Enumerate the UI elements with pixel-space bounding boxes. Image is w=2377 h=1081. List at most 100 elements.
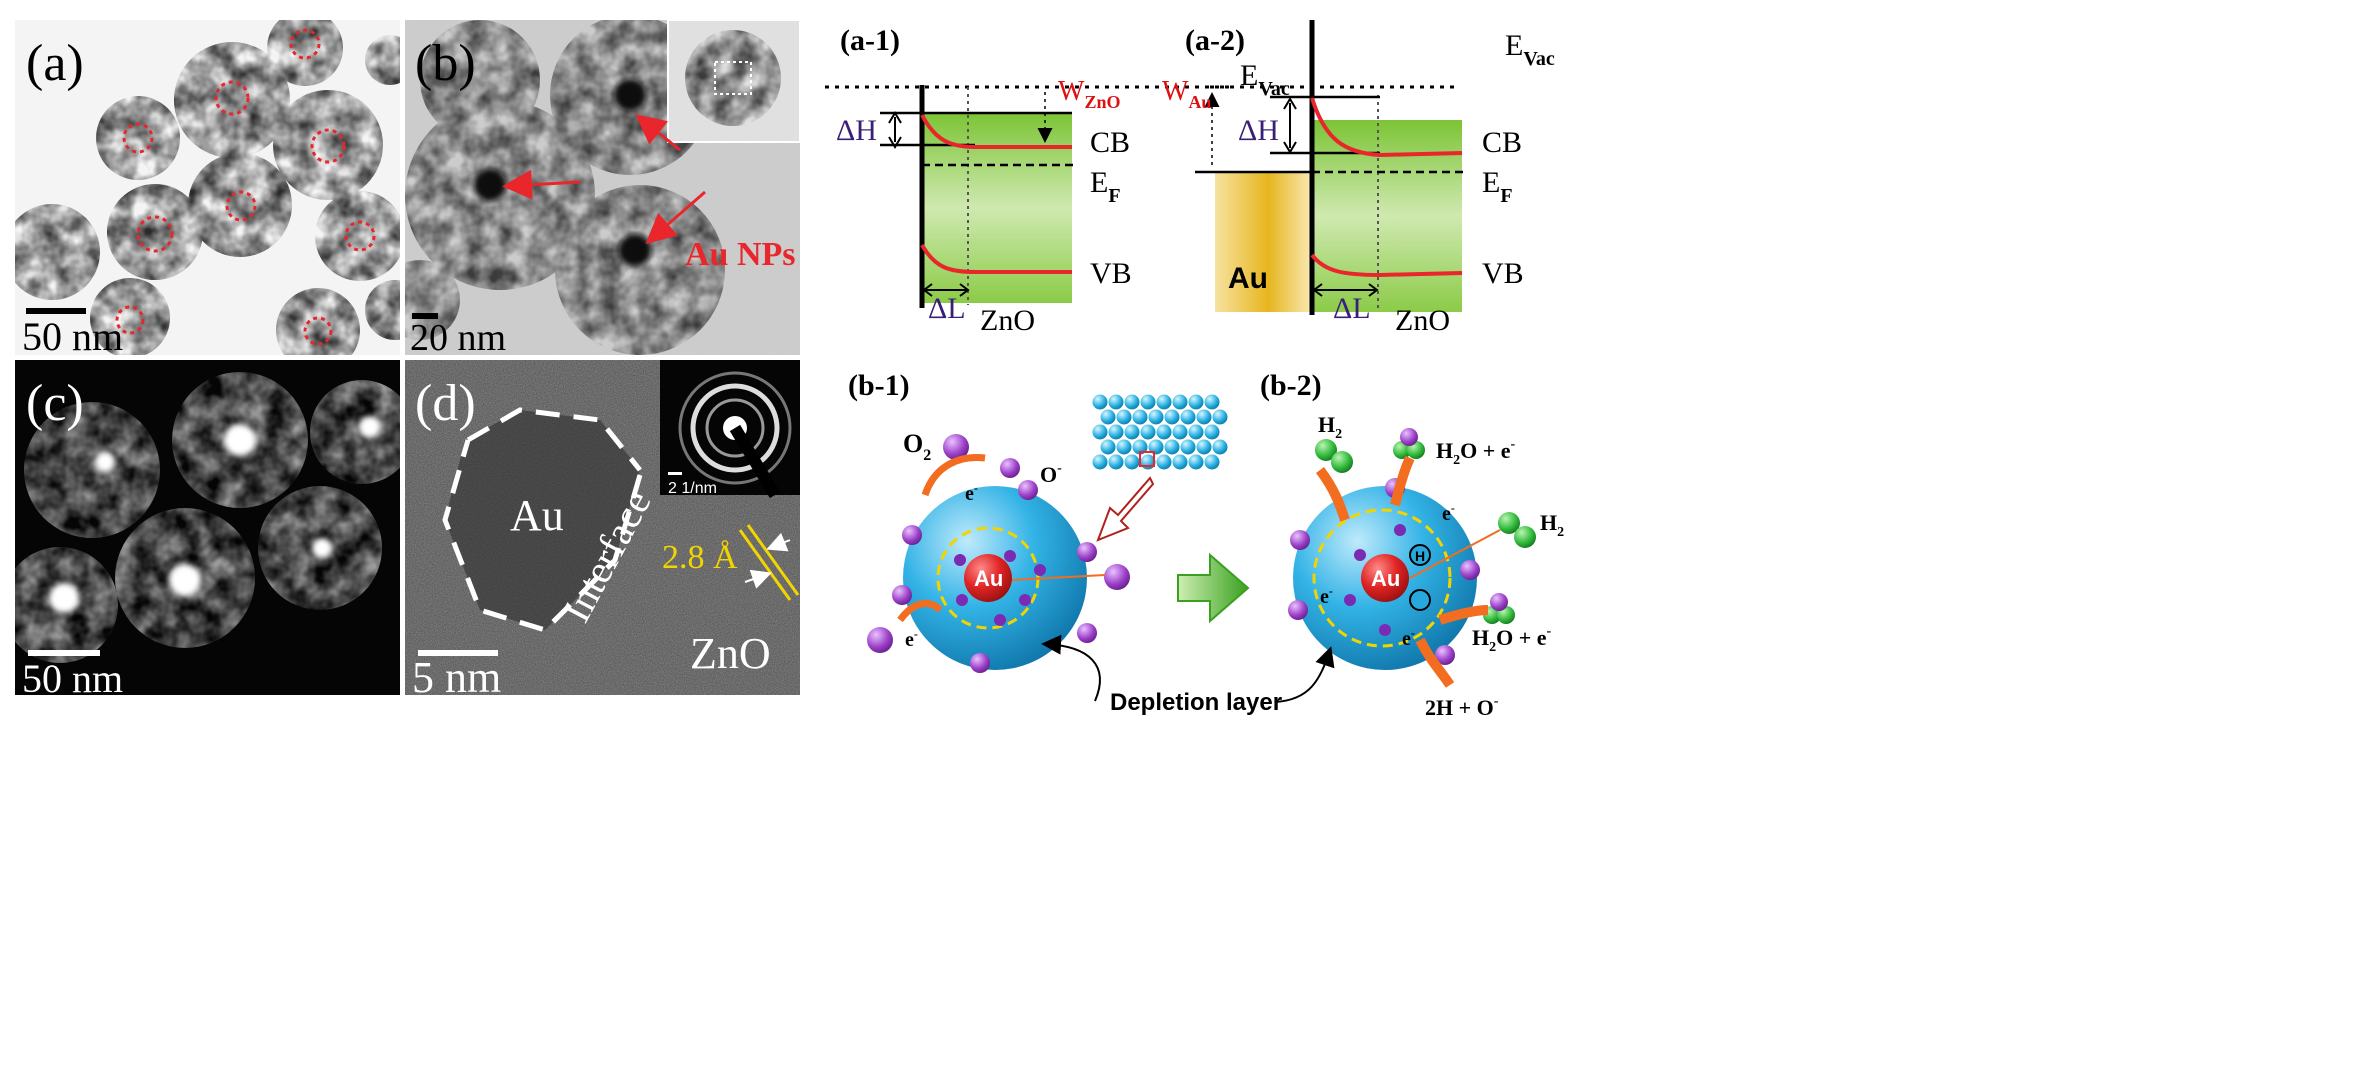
b1-e2: e- bbox=[905, 627, 918, 651]
b2-arrow-top-left bbox=[1315, 467, 1350, 522]
b2-label: (b-2) bbox=[1260, 369, 1322, 402]
b1-particle-array bbox=[1092, 394, 1228, 470]
b1-adsorbed-oxygen bbox=[892, 458, 1097, 673]
lattice-particle bbox=[1108, 424, 1124, 440]
schematic-b2: (b-2) Au H H2 H2 H2O + e- H2O + e- bbox=[1260, 369, 1564, 720]
a2-vb: VB bbox=[1482, 257, 1524, 290]
lattice-particle bbox=[1180, 439, 1196, 455]
lattice-particle bbox=[1188, 424, 1204, 440]
b1-o2: O2 bbox=[903, 429, 931, 464]
lattice-particle bbox=[1132, 439, 1148, 455]
panel-b-scale-text: 20 nm bbox=[410, 317, 506, 359]
b2-e1: e- bbox=[1442, 501, 1455, 525]
b2-electrons bbox=[1344, 524, 1406, 636]
panel-d-label: (d) bbox=[415, 375, 476, 432]
b2-e2: e- bbox=[1320, 584, 1333, 608]
b2-core-label: Au bbox=[1371, 566, 1400, 591]
panel-d-shell-label: ZnO bbox=[690, 629, 771, 678]
depletion-layer-label: Depletion layer bbox=[1110, 689, 1282, 716]
svg-text:H: H bbox=[1415, 548, 1425, 564]
lattice-particle bbox=[1164, 409, 1180, 425]
lattice-particle bbox=[1100, 409, 1116, 425]
lattice-particle bbox=[1148, 439, 1164, 455]
panel-b-label: (b) bbox=[415, 35, 476, 92]
a2-dl: ΔL bbox=[1333, 292, 1371, 325]
panel-c-scalebar bbox=[28, 650, 100, 656]
lattice-particle bbox=[1172, 394, 1188, 410]
b1-electrons bbox=[954, 550, 1046, 626]
b2-h2-right: H2 bbox=[1540, 510, 1564, 540]
lattice-particle bbox=[1204, 424, 1220, 440]
b2-arrow-top bbox=[1390, 455, 1415, 507]
b2-arrow-bottom bbox=[1415, 637, 1455, 688]
panel-d-core-label: Au bbox=[510, 491, 564, 540]
lattice-particle bbox=[1180, 409, 1196, 425]
b2-e3: e- bbox=[1402, 626, 1415, 650]
lattice-particle bbox=[1156, 394, 1172, 410]
a2-au-label: Au bbox=[1228, 262, 1268, 295]
a1-label: (a-1) bbox=[840, 24, 900, 57]
lattice-particle bbox=[1172, 424, 1188, 440]
panel-b-tem bbox=[405, 20, 800, 355]
panel-a-scale-text: 50 nm bbox=[22, 314, 123, 359]
a2-dh: ΔH bbox=[1238, 114, 1279, 147]
au-znO-interface-outline bbox=[442, 407, 643, 633]
a1-dl: ΔL bbox=[928, 292, 966, 325]
lattice-particle bbox=[1100, 439, 1116, 455]
a2-label: (a-2) bbox=[1185, 24, 1245, 57]
b1-core-label: Au bbox=[974, 566, 1003, 591]
panel-d-scalebar bbox=[418, 650, 498, 656]
lattice-particle bbox=[1188, 394, 1204, 410]
au-np-arrow-2 bbox=[635, 114, 681, 152]
panel-d-hrtem bbox=[405, 360, 800, 695]
a1-zno-label: ZnO bbox=[980, 304, 1035, 337]
b2-electron-path bbox=[1409, 529, 1501, 579]
a2-cb-curve bbox=[1310, 97, 1463, 158]
panel-a-tem bbox=[15, 20, 400, 355]
a1-dh: ΔH bbox=[836, 114, 877, 147]
a2-w: WAu bbox=[1162, 76, 1211, 112]
a1-vb-curve bbox=[920, 243, 1072, 274]
lattice-particle bbox=[1092, 454, 1108, 470]
saed-scale-text: 2 1/nm bbox=[668, 480, 717, 497]
lattice-particle bbox=[1124, 424, 1140, 440]
lattice-particle bbox=[1164, 439, 1180, 455]
panel-c-haadf bbox=[15, 360, 400, 695]
panel-a-scalebar bbox=[26, 308, 86, 314]
au-np-arrow-3 bbox=[645, 190, 706, 244]
au-np-arrow-1 bbox=[502, 169, 581, 200]
lattice-particle bbox=[1148, 409, 1164, 425]
lattice-particle bbox=[1172, 454, 1188, 470]
lattice-particle bbox=[1124, 394, 1140, 410]
a2-au-metal bbox=[1215, 172, 1312, 312]
b1-label: (b-1) bbox=[848, 369, 910, 402]
lattice-fringe-1 bbox=[738, 529, 792, 601]
b2-au-core bbox=[1361, 554, 1409, 602]
panel-a-label: (a) bbox=[26, 35, 84, 92]
a2-cb: CB bbox=[1482, 126, 1522, 159]
lattice-particle bbox=[1116, 439, 1132, 455]
lattice-particle bbox=[1212, 439, 1228, 455]
lattice-arrow-2 bbox=[744, 569, 772, 589]
transition-arrow bbox=[1177, 552, 1250, 624]
band-diagram-a2: (a-2) EVac Au ΔH WAu CB EF VB ΔL ZnO bbox=[1162, 20, 1555, 337]
schematic-b1: (b-1) Au O2 O- bbox=[848, 369, 1228, 673]
depletion-arrow-left bbox=[1041, 634, 1101, 702]
b1-e1: e- bbox=[965, 481, 978, 505]
panel-c-scale-text: 50 nm bbox=[22, 656, 123, 701]
panel-b-annotation: Au NPs bbox=[685, 236, 796, 273]
b1-ominus: O- bbox=[1040, 461, 1062, 487]
lattice-particle bbox=[1132, 409, 1148, 425]
b1-electron-path bbox=[1011, 574, 1106, 581]
lattice-particle bbox=[1108, 394, 1124, 410]
b2-h2-top-left: H2 bbox=[1318, 412, 1342, 442]
a1-evac: EVac bbox=[1240, 59, 1290, 100]
lattice-particle bbox=[1140, 394, 1156, 410]
b2-arrow-right bbox=[1438, 605, 1489, 625]
b2-h2o-top: H2O + e- bbox=[1436, 437, 1516, 468]
a1-w: WZnO bbox=[1058, 76, 1120, 112]
depletion-arrow-right bbox=[1274, 646, 1335, 703]
lattice-fringe-2 bbox=[746, 524, 800, 596]
panel-d-scale-text: 5 nm bbox=[412, 653, 501, 702]
lattice-particle bbox=[1212, 409, 1228, 425]
